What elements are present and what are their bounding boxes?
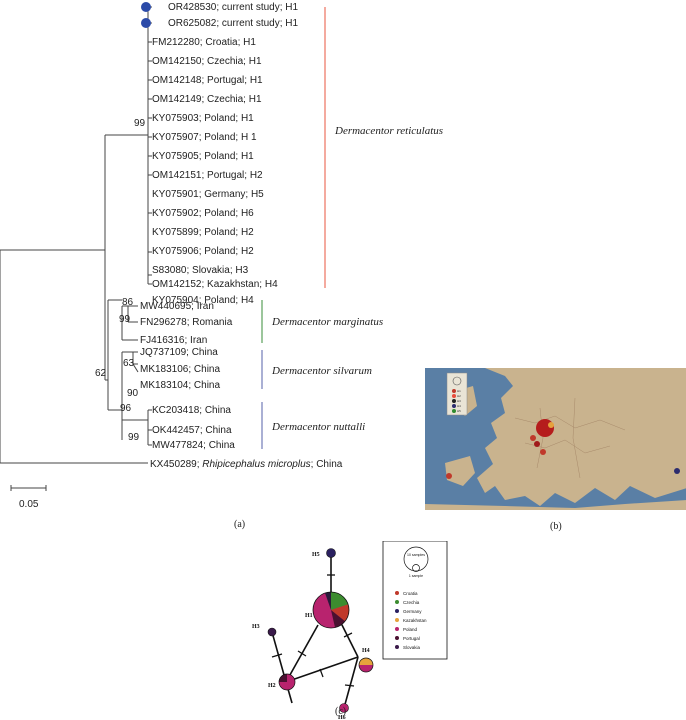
clade-label: Dermacentor marginatus	[271, 316, 383, 328]
map-land-iberia	[445, 456, 475, 486]
bootstrap-value: 63	[123, 358, 135, 369]
map-point	[534, 441, 540, 447]
tree-branches	[0, 6, 152, 464]
taxon-label: KY075903; Poland; H1	[152, 113, 254, 124]
taxon-label: OM142152; Kazakhstan; H4	[152, 279, 278, 290]
current-study-marker	[141, 2, 151, 12]
current-study-marker	[141, 18, 151, 28]
map-point-poland	[536, 419, 554, 437]
taxon-label: OM142149; Czechia; H1	[152, 94, 262, 105]
haplotype-node-h4	[358, 657, 374, 673]
bootstrap-value: 99	[134, 118, 146, 129]
bootstrap-value: 86	[122, 297, 134, 308]
panel-label-c: (c)	[335, 706, 347, 717]
bootstrap-value: 96	[120, 403, 132, 414]
haplotype-map: H1 H2 H3 H4 H5 (b)	[425, 368, 686, 532]
legend-size-small: 1 sample	[409, 574, 423, 578]
taxon-label: OR428530; current study; H1	[168, 2, 299, 13]
svg-text:H2: H2	[457, 394, 461, 398]
bootstrap-value: 99	[128, 432, 140, 443]
taxon-label: MW440695; Iran	[140, 301, 214, 312]
map-point	[548, 422, 554, 428]
svg-text:H5: H5	[457, 409, 461, 413]
taxon-label: OM142150; Czechia; H1	[152, 56, 262, 67]
bootstrap-values: 99 86 99 63 62 90 96 99	[95, 118, 146, 443]
legend-item: Portugal	[403, 636, 420, 641]
taxon-labels: OR428530; current study; H1 OR625082; cu…	[140, 2, 343, 470]
haplotype-node-h1	[312, 591, 350, 629]
clade-label: Dermacentor nuttalli	[271, 421, 365, 433]
svg-text:H3: H3	[457, 399, 461, 403]
taxon-label: KY075907; Poland; H 1	[152, 132, 257, 143]
haplotype-node-h2	[278, 673, 296, 691]
map-legend: H1 H2 H3 H4 H5	[446, 372, 468, 416]
legend-size-large: 10 samples	[407, 553, 425, 557]
bootstrap-value: 99	[119, 314, 131, 325]
haplotype-node-h3	[267, 627, 277, 637]
taxon-label: OK442457; China	[152, 425, 232, 436]
bootstrap-value: 62	[95, 368, 107, 379]
legend-item: Czechia	[403, 600, 420, 605]
node-label: H6	[338, 715, 346, 720]
taxon-label: KY075904; Poland; H4	[152, 295, 254, 306]
taxon-label: FM212280; Croatia; H1	[152, 37, 256, 48]
taxon-label: MK183104; China	[140, 380, 220, 391]
taxon-label: KY075905; Poland; H1	[152, 151, 254, 162]
bootstrap-value: 90	[127, 388, 139, 399]
panel-label-a: (a)	[234, 519, 245, 530]
node-label: H5	[312, 552, 320, 558]
taxon-label: KY075902; Poland; H6	[152, 208, 254, 219]
node-label: H4	[362, 648, 370, 654]
network-legend: 10 samples 1 sample Croatia Czechia Germ…	[382, 541, 448, 660]
taxon-label: KC203418; China	[152, 405, 231, 416]
taxon-label: KY075906; Poland; H2	[152, 246, 254, 257]
legend-item: Kazakhstan	[403, 618, 427, 623]
clade-label: Dermacentor silvarum	[271, 365, 372, 377]
map-point-portugal	[446, 473, 452, 479]
taxon-label: JQ737109; China	[140, 347, 218, 358]
map-point-kazakhstan	[674, 468, 680, 474]
map-land-europe	[477, 368, 686, 506]
taxon-label: OM142148; Portugal; H1	[152, 75, 263, 86]
taxon-label: OR625082; current study; H1	[168, 18, 299, 29]
haplotype-node-h6	[339, 703, 349, 713]
taxon-label: OM142151; Portugal; H2	[152, 170, 263, 181]
taxon-label-outgroup: KX450289; Rhipicephalus microplus; China	[150, 459, 343, 470]
taxon-label: MW477824; China	[152, 440, 235, 451]
node-label: H1	[305, 613, 313, 619]
haplotype-node-h5	[326, 548, 336, 558]
taxon-label: FN296278; Romania	[140, 317, 233, 328]
node-label: H3	[252, 624, 260, 630]
taxon-label: KY075901; Germany; H5	[152, 189, 264, 200]
legend-item: Poland	[403, 627, 418, 632]
phylogenetic-tree: OR428530; current study; H1 OR625082; cu…	[0, 2, 443, 530]
map-point	[530, 435, 536, 441]
taxon-label: S83080; Slovakia; H3	[152, 265, 249, 276]
haplotype-network: H5 H1 H2 H3 H4 H6 10 samples 1 sample Cr…	[252, 541, 448, 720]
node-label: H2	[268, 683, 276, 689]
legend-item: Slovakia	[403, 645, 421, 650]
legend-item: Croatia	[403, 591, 418, 596]
panel-label-b: (b)	[550, 521, 562, 532]
taxon-label: FJ416316; Iran	[140, 335, 207, 346]
map-point	[540, 449, 546, 455]
taxon-label: MK183106; China	[140, 364, 220, 375]
taxon-label: KY075899; Poland; H2	[152, 227, 254, 238]
legend-item: Germany	[403, 609, 422, 614]
svg-text:H1: H1	[457, 389, 461, 393]
svg-text:H4: H4	[457, 404, 461, 408]
clade-label: Dermacentor reticulatus	[334, 125, 443, 137]
scale-bar-label: 0.05	[19, 499, 39, 510]
